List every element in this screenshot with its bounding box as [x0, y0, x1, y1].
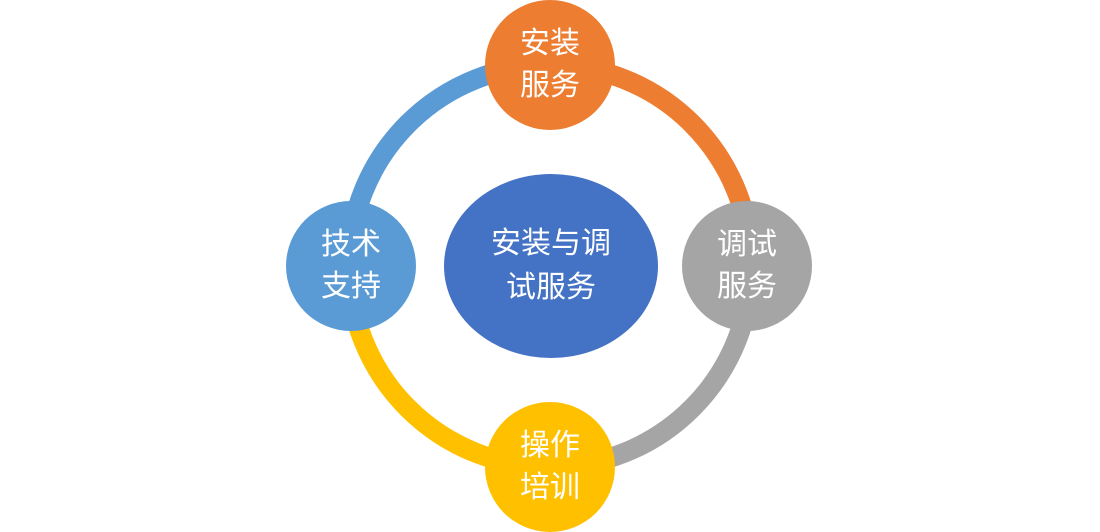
node-label-line2: 服务 [520, 68, 580, 103]
node-operation-training: 操作 培训 [485, 402, 615, 532]
node-technical-support: 技术 支持 [286, 201, 416, 331]
center-circle: 安装与调 试服务 [444, 174, 658, 358]
node-label-line2: 支持 [321, 269, 381, 304]
node-label-line1: 操作 [520, 428, 580, 463]
center-label-line2: 试服务 [506, 270, 596, 305]
node-commissioning-service: 调试 服务 [682, 201, 812, 331]
center-label-line1: 安装与调 [491, 226, 611, 261]
node-label-line1: 技术 [321, 227, 381, 262]
node-label-line1: 安装 [520, 26, 580, 61]
node-label-line2: 服务 [717, 269, 777, 304]
node-label-line1: 调试 [717, 227, 777, 262]
node-label-line2: 培训 [520, 470, 580, 505]
node-installation-service: 安装 服务 [485, 0, 615, 130]
